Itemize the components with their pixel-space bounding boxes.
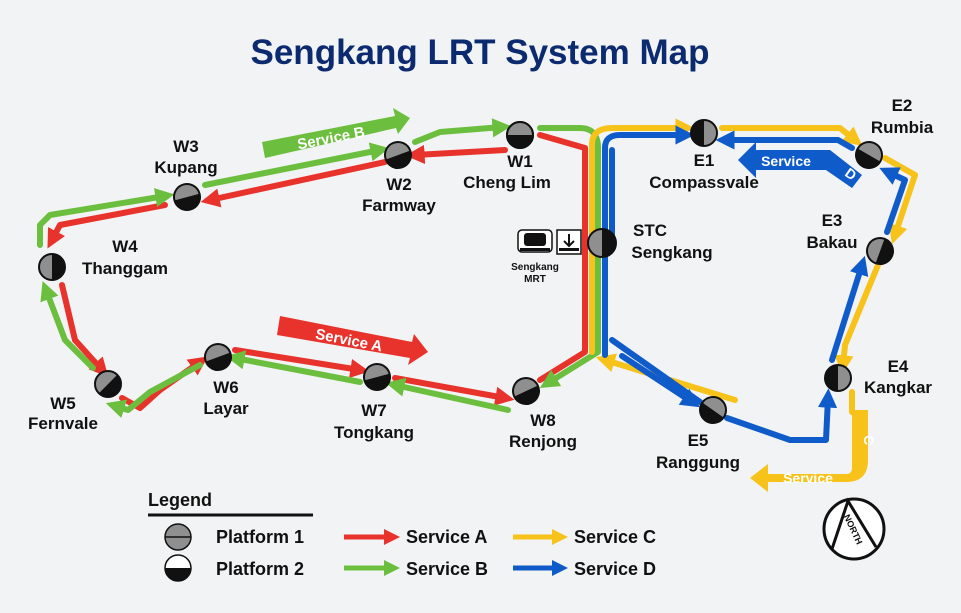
svg-text:Service B: Service B bbox=[296, 124, 367, 154]
station-marker-w6[interactable] bbox=[201, 340, 234, 373]
station-name-w1: Cheng Lim bbox=[463, 173, 551, 192]
service-b-line bbox=[412, 118, 512, 145]
svg-text:C: C bbox=[861, 435, 877, 445]
transfer-arrow-icon bbox=[556, 229, 582, 255]
service-d-line bbox=[602, 125, 695, 358]
svg-text:Service: Service bbox=[761, 153, 811, 169]
station-name-e4: Kangkar bbox=[864, 378, 932, 397]
station-marker-e2[interactable] bbox=[851, 137, 887, 173]
map-title: Sengkang LRT System Map bbox=[251, 33, 710, 72]
mrt-label-line2: MRT bbox=[524, 274, 546, 285]
service-d-line bbox=[879, 167, 908, 235]
mrt-label-line1: Sengkang bbox=[511, 262, 559, 273]
service-a-line bbox=[405, 144, 508, 165]
service-d-line bbox=[715, 130, 855, 151]
station-code-w2: W2 bbox=[386, 175, 412, 194]
legend-service-a-label: Service A bbox=[406, 527, 487, 547]
legend-platform1-icon bbox=[164, 523, 192, 551]
legend-platform2-label: Platform 2 bbox=[216, 559, 304, 579]
station-code-w5: W5 bbox=[50, 394, 76, 413]
legend-platform1-label: Platform 1 bbox=[216, 527, 304, 547]
station-marker-w2[interactable] bbox=[381, 138, 414, 171]
station-marker-w8[interactable] bbox=[509, 374, 544, 409]
service-a-line bbox=[200, 159, 388, 208]
service-b-line bbox=[385, 377, 511, 413]
service-b-line bbox=[225, 350, 363, 385]
service-d-line bbox=[724, 388, 838, 443]
station-name-w5: Fernvale bbox=[28, 414, 98, 433]
station-labels: W1 Cheng Lim W2 Farmway W3 Kupang W4 Tha… bbox=[28, 96, 934, 472]
service-a-line bbox=[232, 347, 370, 378]
station-marker-e1[interactable] bbox=[690, 119, 718, 147]
service-d-line bbox=[829, 255, 869, 363]
station-name-stc: Sengkang bbox=[631, 243, 712, 262]
service-b-line bbox=[37, 188, 175, 248]
service-c-line bbox=[719, 125, 863, 146]
station-marker-w1[interactable] bbox=[506, 121, 534, 149]
east-loop-lines bbox=[589, 118, 918, 443]
station-code-e3: E3 bbox=[822, 211, 843, 230]
service-c-line bbox=[834, 262, 881, 375]
mrt-train-icon bbox=[517, 229, 553, 253]
station-marker-w4[interactable] bbox=[38, 253, 66, 281]
service-d-line bbox=[619, 353, 701, 408]
station-name-w7: Tongkang bbox=[334, 423, 414, 442]
station-code-w7: W7 bbox=[361, 401, 387, 420]
station-code-e4: E4 bbox=[888, 357, 909, 376]
station-marker-e3[interactable] bbox=[863, 234, 896, 267]
station-name-e1: Compassvale bbox=[649, 173, 759, 192]
station-marker-stc[interactable] bbox=[587, 228, 617, 258]
service-b-line bbox=[40, 281, 96, 371]
station-name-w2: Farmway bbox=[362, 196, 436, 215]
station-code-e5: E5 bbox=[688, 431, 709, 450]
station-code-w4: W4 bbox=[112, 237, 138, 256]
north-compass-icon: NORTH bbox=[822, 497, 886, 561]
station-marker-w7[interactable] bbox=[361, 361, 393, 393]
station-code-w6: W6 bbox=[213, 378, 239, 397]
service-d-arrow: Service D bbox=[738, 142, 862, 188]
station-name-w6: Layar bbox=[203, 399, 249, 418]
station-name-e5: Ranggung bbox=[656, 453, 740, 472]
legend-service-c-label: Service C bbox=[574, 527, 656, 547]
service-c-arrow: Service C bbox=[750, 410, 877, 492]
service-a-line bbox=[392, 375, 515, 406]
service-b-line bbox=[202, 142, 390, 188]
legend-service-d-label: Service D bbox=[574, 559, 656, 579]
station-code-e2: E2 bbox=[892, 96, 913, 115]
legend: Legend Platform 1 Platform 2 Service A S… bbox=[148, 490, 656, 582]
legend-service-b-label: Service B bbox=[406, 559, 488, 579]
station-name-w4: Thanggam bbox=[82, 259, 168, 278]
service-c-line bbox=[589, 118, 695, 355]
station-marker-w5[interactable] bbox=[90, 366, 127, 403]
station-name-w3: Kupang bbox=[154, 158, 217, 177]
mrt-interchange: Sengkang MRT bbox=[511, 229, 582, 285]
station-marker-e5[interactable] bbox=[695, 392, 731, 428]
service-a-line bbox=[537, 132, 588, 383]
legend-title: Legend bbox=[148, 490, 212, 510]
station-marker-e4[interactable] bbox=[824, 364, 852, 392]
service-d-line bbox=[609, 337, 703, 405]
station-name-w8: Renjong bbox=[509, 432, 577, 451]
station-code-stc: STC bbox=[633, 221, 667, 240]
station-code-w8: W8 bbox=[530, 411, 556, 430]
svg-text:Service: Service bbox=[783, 470, 833, 486]
service-c-line bbox=[882, 155, 918, 245]
service-a-line bbox=[47, 202, 168, 249]
station-name-e2: Rumbia bbox=[871, 118, 934, 137]
station-name-e3: Bakau bbox=[806, 233, 857, 252]
station-code-e1: E1 bbox=[694, 151, 715, 170]
station-code-w3: W3 bbox=[173, 137, 199, 156]
service-a-line bbox=[59, 282, 109, 378]
station-code-w1: W1 bbox=[507, 152, 533, 171]
service-b-line bbox=[105, 362, 203, 418]
station-marker-w3[interactable] bbox=[171, 181, 203, 213]
legend-platform2-icon bbox=[164, 554, 192, 582]
